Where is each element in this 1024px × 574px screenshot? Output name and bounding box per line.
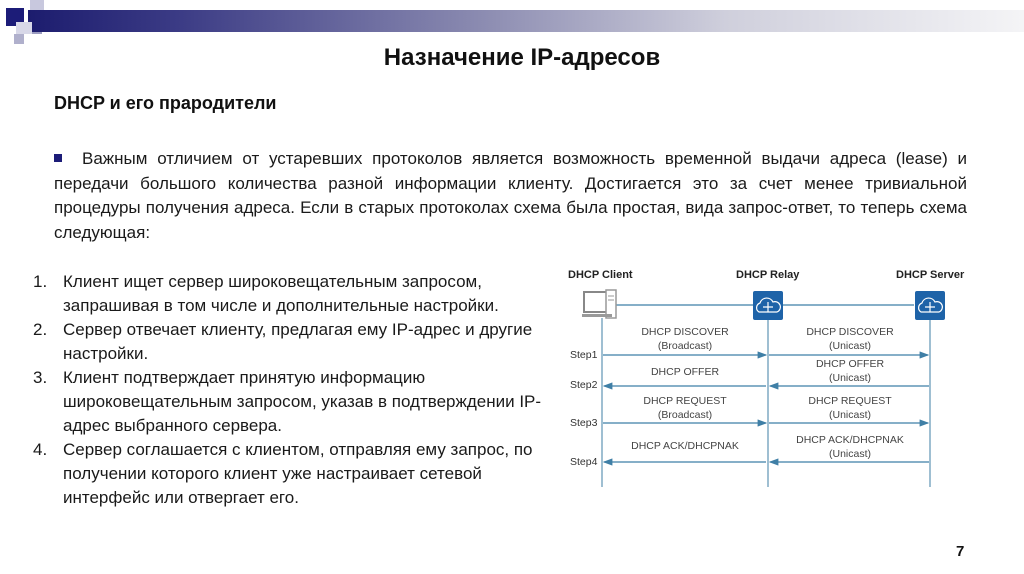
server-label: DHCP Server [896, 269, 965, 281]
list-item: 1. Клиент ищет сервер широковещательным з… [33, 270, 573, 318]
relay-label: DHCP Relay [736, 269, 800, 281]
header-gradient-bar [28, 10, 1024, 32]
decor-square [6, 8, 24, 26]
list-text: Клиент подтверждает принятую информацию … [63, 368, 542, 435]
list-item: 3. Клиент подтверждает принятую информаци… [33, 366, 573, 438]
message-label: DHCP DISCOVER [806, 326, 894, 338]
list-text: Сервер отвечает клиенту, предлагая ему I… [63, 320, 533, 363]
list-number: 3. [33, 368, 48, 387]
intro-paragraph: Важным отличием от устаревших протоколов… [54, 147, 967, 245]
list-item: 4. Сервер соглашается с клиентом, отправл… [33, 438, 573, 510]
message-label: DHCP DISCOVER [641, 326, 729, 338]
list-item: 2. Сервер отвечает клиенту, предлагая ему… [33, 318, 573, 366]
message-label: (Broadcast) [658, 409, 712, 421]
step-label: Step2 [570, 379, 598, 391]
list-number: 2. [33, 320, 48, 339]
dhcp-sequence-diagram: DHCP Client DHCP Relay DHCP Server [560, 262, 980, 492]
step-label: Step3 [570, 417, 598, 429]
message-label: (Broadcast) [658, 340, 712, 352]
slide-title: Назначение IP-адресов [383, 44, 661, 71]
step-label: Step4 [570, 456, 598, 468]
list-text: Сервер соглашается с клиентом, отправляя… [63, 440, 533, 507]
message-label: (Unicast) [829, 372, 871, 384]
message-label: DHCP ACK/DHCPNAK [796, 434, 904, 446]
message-label: (Unicast) [829, 340, 871, 352]
slide-subtitle: DHCP и его прародители [54, 93, 277, 113]
message-label: (Unicast) [829, 409, 871, 421]
message-label: DHCP OFFER [816, 358, 884, 370]
square-bullet-icon [54, 153, 62, 162]
page-number: 7 [956, 543, 965, 560]
message-label: (Unicast) [829, 448, 871, 460]
relay-router-icon [753, 291, 783, 320]
message-label: DHCP REQUEST [643, 395, 727, 407]
computer-icon [582, 289, 617, 319]
decor-square [16, 22, 32, 34]
server-router-icon [915, 291, 945, 320]
client-label: DHCP Client [568, 269, 633, 281]
step-label: Step1 [570, 349, 598, 361]
intro-paragraph-text: Важным отличием от устаревших протоколов… [54, 149, 967, 242]
message-label: DHCP ACK/DHCPNAK [631, 440, 739, 452]
decor-square [30, 0, 44, 12]
message-label: DHCP REQUEST [808, 395, 892, 407]
steps-list: 1. Клиент ищет сервер широковещательным з… [33, 270, 573, 510]
list-text: Клиент ищет сервер широковещательным зап… [63, 272, 499, 315]
list-number: 4. [33, 440, 48, 459]
decor-square [14, 34, 24, 44]
list-number: 1. [33, 272, 48, 291]
message-label: DHCP OFFER [651, 366, 719, 378]
